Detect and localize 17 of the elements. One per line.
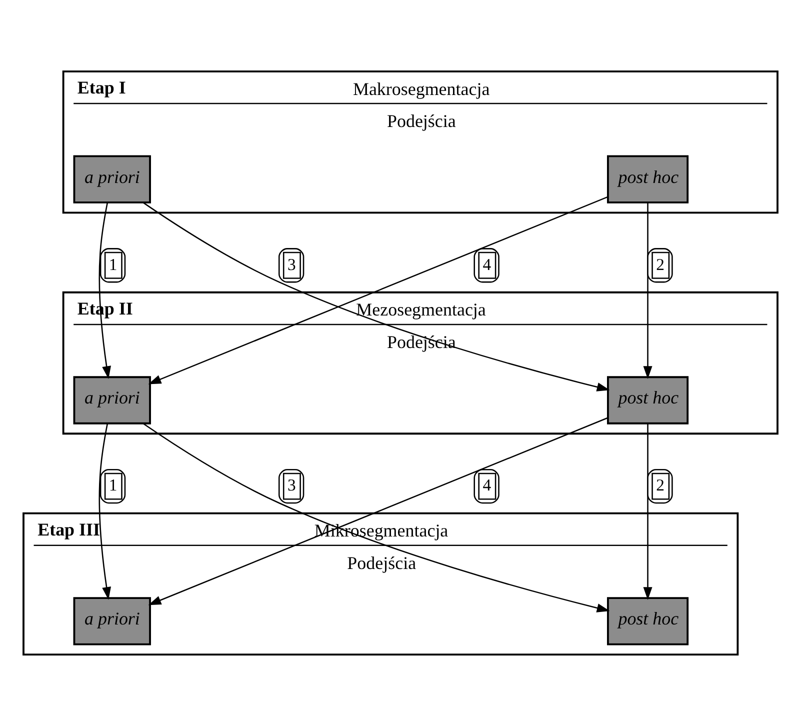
arrow	[643, 202, 652, 380]
arrow	[98, 423, 112, 600]
edge-label: 4	[482, 476, 492, 495]
edge-label: 2	[656, 254, 664, 274]
node-box: post hoc	[606, 155, 689, 204]
edge-label: 3	[287, 476, 296, 495]
edge-label: 2	[656, 476, 664, 495]
edge-label: 4	[482, 254, 492, 274]
node-box: a priori	[73, 376, 151, 424]
node-box: a priori	[73, 597, 151, 646]
node-box: post hoc	[606, 376, 689, 424]
node-box: post hoc	[606, 597, 689, 646]
edge-label: 3	[287, 254, 296, 274]
edge-label: 1	[108, 254, 118, 274]
edge-label: 1	[108, 476, 118, 495]
arrow	[643, 424, 652, 600]
node-box: a priori	[73, 155, 151, 204]
